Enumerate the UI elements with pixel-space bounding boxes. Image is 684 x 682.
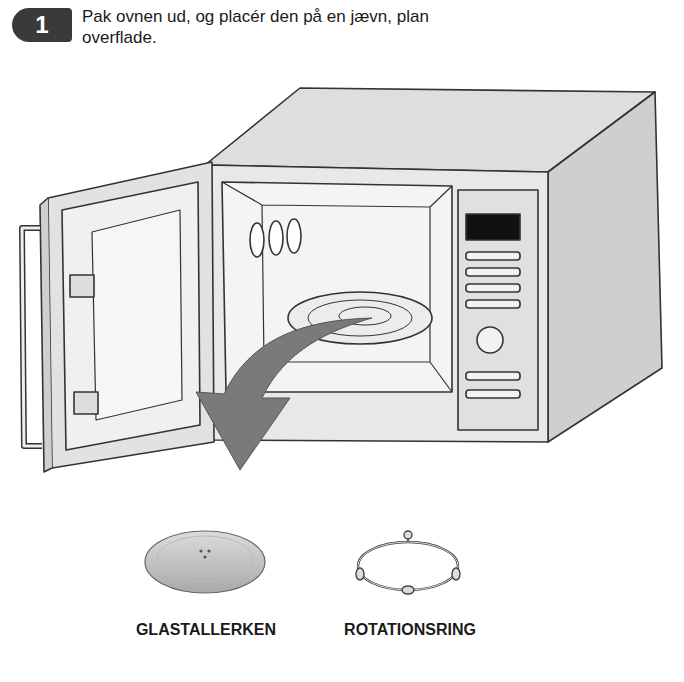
door-latch bbox=[70, 275, 94, 297]
vent bbox=[287, 219, 301, 253]
step-badge: 1 bbox=[12, 8, 72, 42]
vent bbox=[250, 223, 264, 257]
glass-plate bbox=[145, 531, 265, 593]
door-handle bbox=[22, 228, 42, 446]
door-inner-frame bbox=[62, 182, 200, 450]
control-panel bbox=[458, 190, 538, 430]
door-handle bbox=[22, 228, 42, 446]
button bbox=[466, 284, 520, 292]
oven-side bbox=[548, 92, 662, 442]
display bbox=[466, 214, 520, 240]
door-edge bbox=[40, 198, 52, 472]
step-number: 1 bbox=[35, 13, 48, 37]
knob bbox=[477, 327, 503, 353]
oven-door bbox=[48, 162, 214, 468]
part-name: GLASTALLERKEN bbox=[136, 620, 276, 640]
door-latch bbox=[74, 392, 98, 414]
button bbox=[466, 300, 520, 308]
vent bbox=[269, 221, 283, 255]
button bbox=[466, 268, 520, 276]
button bbox=[466, 252, 520, 260]
removal-arrow bbox=[196, 318, 372, 470]
rotation-ring bbox=[356, 531, 460, 594]
instruction-text: Pak ovnen ud, og placér den på en jævn, … bbox=[82, 6, 482, 49]
part-name: ROTATIONSRING bbox=[344, 620, 476, 640]
door-window bbox=[92, 210, 182, 420]
button bbox=[466, 372, 520, 380]
badge-fill bbox=[12, 8, 72, 42]
button bbox=[466, 390, 520, 398]
